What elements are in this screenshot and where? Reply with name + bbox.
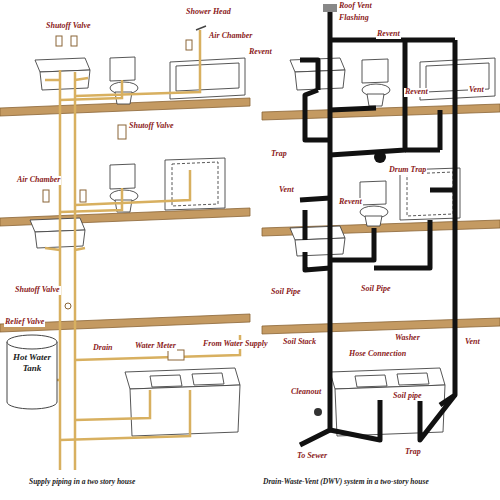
part-label: Soil Stack [282, 338, 317, 347]
part-label: Roof Vent [338, 2, 373, 11]
part-label: Cleanout [290, 388, 322, 397]
part-label: Revent [404, 88, 429, 97]
part-label: Shutoff Valve [45, 22, 92, 31]
part-label: Shutoff Valve [128, 122, 175, 131]
figure-caption: Drain-Waste-Vent (DWV) system in a two-s… [262, 478, 430, 486]
part-label: Revent [376, 30, 401, 39]
part-label: Air Chamber [16, 176, 61, 185]
part-label: Drain [92, 344, 114, 353]
part-label: Soil pipe [392, 392, 423, 401]
part-label: Vent [278, 186, 295, 195]
part-label: To Sewer [296, 452, 328, 461]
part-label: Relief Valve [4, 318, 45, 327]
part-label: Air Chamber [208, 32, 253, 41]
part-label: Drum Trap [388, 166, 427, 175]
part-label: Trap [270, 150, 288, 159]
part-label: Vent [464, 338, 481, 347]
part-label: Shutoff Valve [14, 286, 61, 295]
part-label: Revent [248, 48, 273, 57]
part-label: Soil Pipe [360, 285, 392, 294]
figure-caption: Supply piping in a two story house [28, 478, 136, 486]
part-label: Hose Connection [348, 350, 407, 359]
part-label: Trap [404, 448, 422, 457]
part-label: Flashing [338, 14, 370, 23]
part-label: Washer [394, 334, 421, 343]
tank-label: Hot Water Tank [10, 352, 54, 374]
part-label: Shower Head [185, 8, 232, 17]
part-label: Water Meter [134, 342, 177, 351]
part-label: Revent [338, 198, 363, 207]
part-label: Soil Pipe [270, 288, 302, 297]
water-heater-tank: Hot Water Tank [6, 334, 58, 410]
part-label: Vent [468, 86, 485, 95]
part-label: From Water Supply [202, 340, 269, 349]
